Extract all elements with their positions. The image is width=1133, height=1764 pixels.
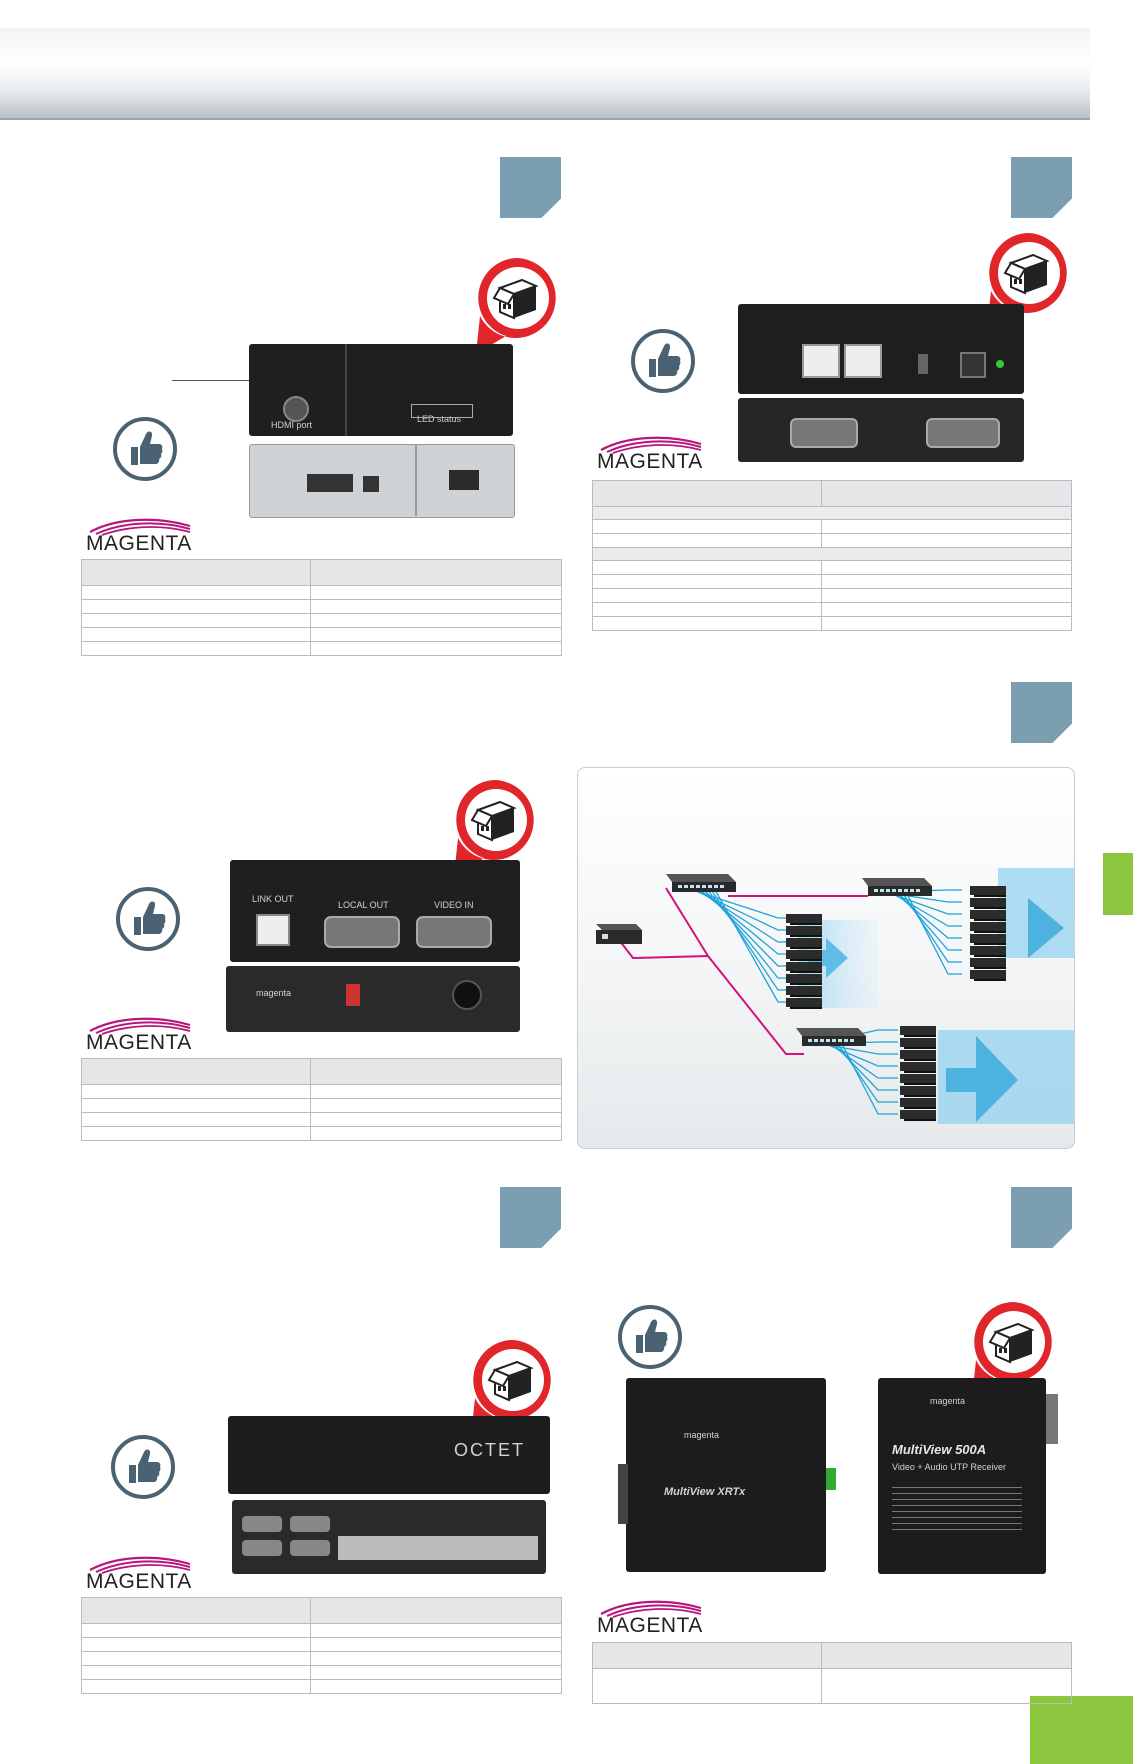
header-band bbox=[0, 28, 1090, 120]
section-tag-4 bbox=[500, 1187, 561, 1248]
photo-label: MultiView XRTx bbox=[664, 1486, 746, 1498]
table-row bbox=[592, 560, 1072, 575]
table-row bbox=[81, 1112, 562, 1127]
section-tag-5 bbox=[1011, 1187, 1072, 1248]
table-row bbox=[81, 1679, 562, 1694]
table-row bbox=[81, 1637, 562, 1652]
table-row bbox=[592, 519, 1072, 534]
table-row bbox=[592, 1668, 1072, 1704]
page-corner-tab bbox=[1030, 1696, 1133, 1764]
spec-table-5 bbox=[592, 1642, 1072, 1704]
table-header-row bbox=[81, 559, 562, 586]
photo-label: magenta bbox=[256, 988, 292, 998]
thumbs-up-icon bbox=[110, 1434, 176, 1500]
spec-table-1 bbox=[81, 559, 562, 656]
section-tag-3 bbox=[1011, 682, 1072, 743]
network-diagram bbox=[577, 767, 1075, 1149]
table-row bbox=[81, 585, 562, 600]
thumbs-up-icon bbox=[617, 1304, 683, 1370]
product-photo-3: LINK OUT LOCAL OUT VIDEO IN magenta bbox=[226, 860, 520, 1032]
table-row bbox=[81, 1665, 562, 1680]
photo-label: MultiView 500A bbox=[892, 1442, 987, 1457]
table-row bbox=[592, 616, 1072, 631]
table-row bbox=[81, 1084, 562, 1099]
brand-name: MAGENTA bbox=[86, 1031, 192, 1054]
thumbs-up-icon bbox=[112, 416, 178, 482]
table-section-row bbox=[592, 547, 1072, 561]
brand-name: MAGENTA bbox=[86, 532, 192, 555]
table-header-row bbox=[592, 1642, 1072, 1669]
brand-name: MAGENTA bbox=[86, 1570, 192, 1593]
section-tag-2 bbox=[1011, 157, 1072, 218]
product-photo-2 bbox=[738, 304, 1024, 462]
table-row bbox=[81, 627, 562, 642]
table-row bbox=[592, 588, 1072, 603]
table-row bbox=[592, 533, 1072, 548]
table-header-row bbox=[592, 480, 1072, 507]
product-photo-5b: magenta MultiView 500A Video + Audio UTP… bbox=[874, 1374, 1060, 1574]
photo-label: magenta bbox=[930, 1396, 966, 1406]
side-tab bbox=[1103, 853, 1133, 915]
table-row bbox=[592, 602, 1072, 617]
thumbs-up-icon bbox=[115, 886, 181, 952]
brand-name: MAGENTA bbox=[597, 1614, 703, 1637]
callout-line bbox=[172, 380, 250, 381]
product-photo-5a: magenta MultiView XRTx bbox=[618, 1374, 836, 1572]
photo-label: LOCAL OUT bbox=[338, 900, 389, 910]
spec-table-3 bbox=[81, 1058, 562, 1141]
table-row bbox=[81, 599, 562, 614]
photo-label: LED status bbox=[417, 414, 462, 424]
table-header-row bbox=[81, 1058, 562, 1085]
table-row bbox=[81, 641, 562, 656]
box-in-pin-icon bbox=[472, 254, 560, 358]
thumbs-up-icon bbox=[630, 328, 696, 394]
table-row bbox=[81, 1098, 562, 1113]
spec-table-4 bbox=[81, 1597, 562, 1694]
photo-label: Video + Audio UTP Receiver bbox=[892, 1462, 1006, 1472]
section-tag-1 bbox=[500, 157, 561, 218]
photo-label: HDMI port bbox=[271, 420, 313, 430]
spec-table-2 bbox=[592, 480, 1072, 631]
table-section-row bbox=[592, 506, 1072, 520]
table-row bbox=[81, 1651, 562, 1666]
photo-label: magenta bbox=[684, 1430, 720, 1440]
photo-label: VIDEO IN bbox=[434, 900, 474, 910]
brand-name: MAGENTA bbox=[597, 450, 703, 473]
table-row bbox=[81, 1126, 562, 1141]
photo-label: OCTET bbox=[454, 1440, 525, 1460]
table-row bbox=[81, 1623, 562, 1638]
photo-label: LINK OUT bbox=[252, 894, 294, 904]
table-header-row bbox=[81, 1597, 562, 1624]
product-photo-1: HDMI port LED status bbox=[245, 344, 517, 518]
table-row bbox=[81, 613, 562, 628]
table-row bbox=[592, 574, 1072, 589]
product-photo-4: OCTET bbox=[228, 1416, 556, 1574]
